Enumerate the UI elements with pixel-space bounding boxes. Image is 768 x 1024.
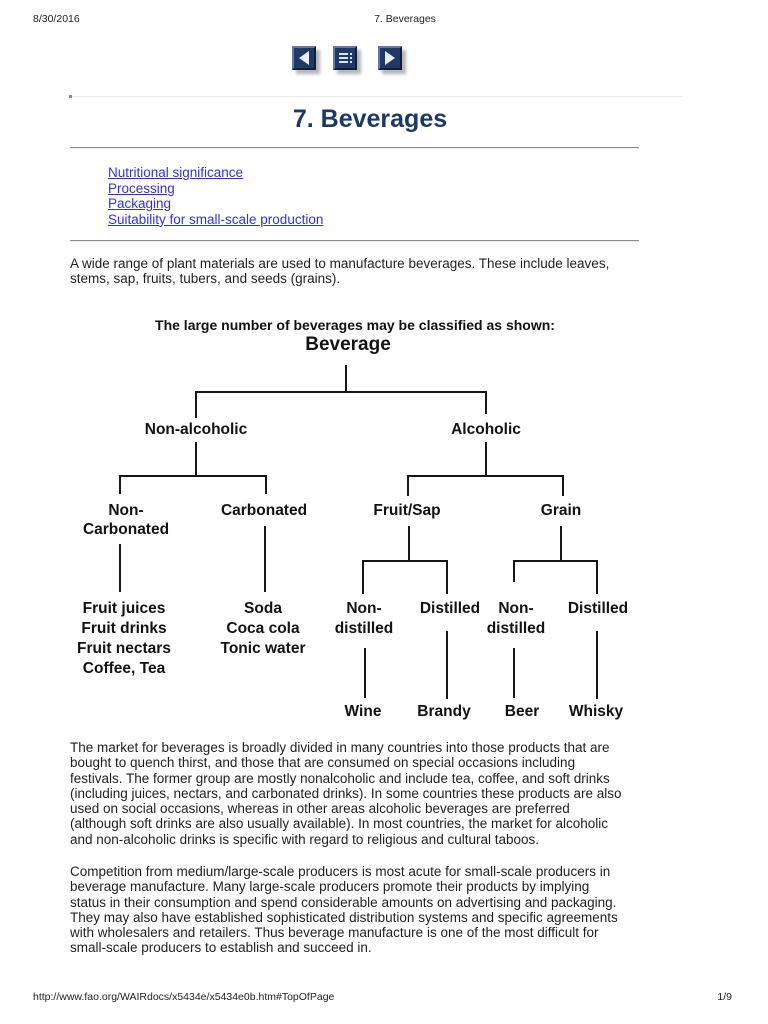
header-doc-title: 7. Beverages xyxy=(0,13,768,25)
node-alcoholic: Alcoholic xyxy=(451,421,521,438)
divider-above-toc xyxy=(70,147,639,149)
footer-page-number: 1/9 xyxy=(717,991,732,1003)
divider-below-toc xyxy=(70,240,639,242)
toc-link-suitability[interactable]: Suitability for small-scale production xyxy=(108,211,324,227)
footer-url: http://www.fao.org/WAIRdocs/x5434e/x5434… xyxy=(33,991,335,1003)
tree-connector-lines xyxy=(119,365,598,699)
node-grain-non-distilled: Non- distilled xyxy=(486,600,546,637)
node-fruit-distilled: Distilled xyxy=(419,600,481,617)
node-grain: Grain xyxy=(540,502,582,519)
node-beverage: Beverage xyxy=(305,334,391,355)
node-wine: Wine xyxy=(344,703,382,720)
nav-next-button[interactable] xyxy=(378,46,402,70)
node-fruit-non-distilled: Non- distilled xyxy=(334,600,394,637)
toc-link-packaging[interactable]: Packaging xyxy=(108,196,172,212)
classification-heading: The large number of beverages may be cla… xyxy=(155,317,555,333)
node-carbonated-examples: Soda Coca cola Tonic water xyxy=(220,600,306,657)
toc-links: Nutritional significance Processing Pack… xyxy=(108,165,323,227)
node-non-alcoholic: Non-alcoholic xyxy=(144,421,248,438)
node-fruit-sap: Fruit/Sap xyxy=(373,502,441,519)
header-date: 8/30/2016 xyxy=(33,13,80,25)
faint-divider xyxy=(71,96,683,97)
back-arrow-icon xyxy=(299,51,309,65)
toc-link-nutritional-significance[interactable]: Nutritional significance xyxy=(108,165,244,180)
node-non-carbonated: Non- Carbonated xyxy=(82,502,170,538)
paragraph-intro: A wide range of plant materials are used… xyxy=(70,256,610,287)
header-doc-title-text: 7. Beverages xyxy=(374,13,436,25)
nav-contents-button[interactable] xyxy=(333,46,357,70)
node-carbonated: Carbonated xyxy=(220,502,308,519)
beverage-classification-diagram: Beverage Non-alcoholic Alcoholic Non- Ca… xyxy=(0,330,768,730)
paragraph-market: The market for beverages is broadly divi… xyxy=(70,740,622,847)
paragraph-competition: Competition from medium/large-scale prod… xyxy=(70,864,618,956)
node-brandy: Brandy xyxy=(417,703,471,720)
node-whisky: Whisky xyxy=(568,703,624,720)
faint-divider-dot xyxy=(69,95,72,98)
node-grain-distilled: Distilled xyxy=(567,600,629,617)
node-beer: Beer xyxy=(504,703,540,720)
contents-list-icon xyxy=(338,53,352,63)
page-title: 7. Beverages xyxy=(292,105,448,133)
next-arrow-icon xyxy=(385,51,395,65)
node-non-carbonated-examples: Fruit juices Fruit drinks Fruit nectars … xyxy=(77,600,171,677)
toc-link-processing[interactable]: Processing xyxy=(108,180,175,196)
nav-back-button[interactable] xyxy=(292,46,316,70)
